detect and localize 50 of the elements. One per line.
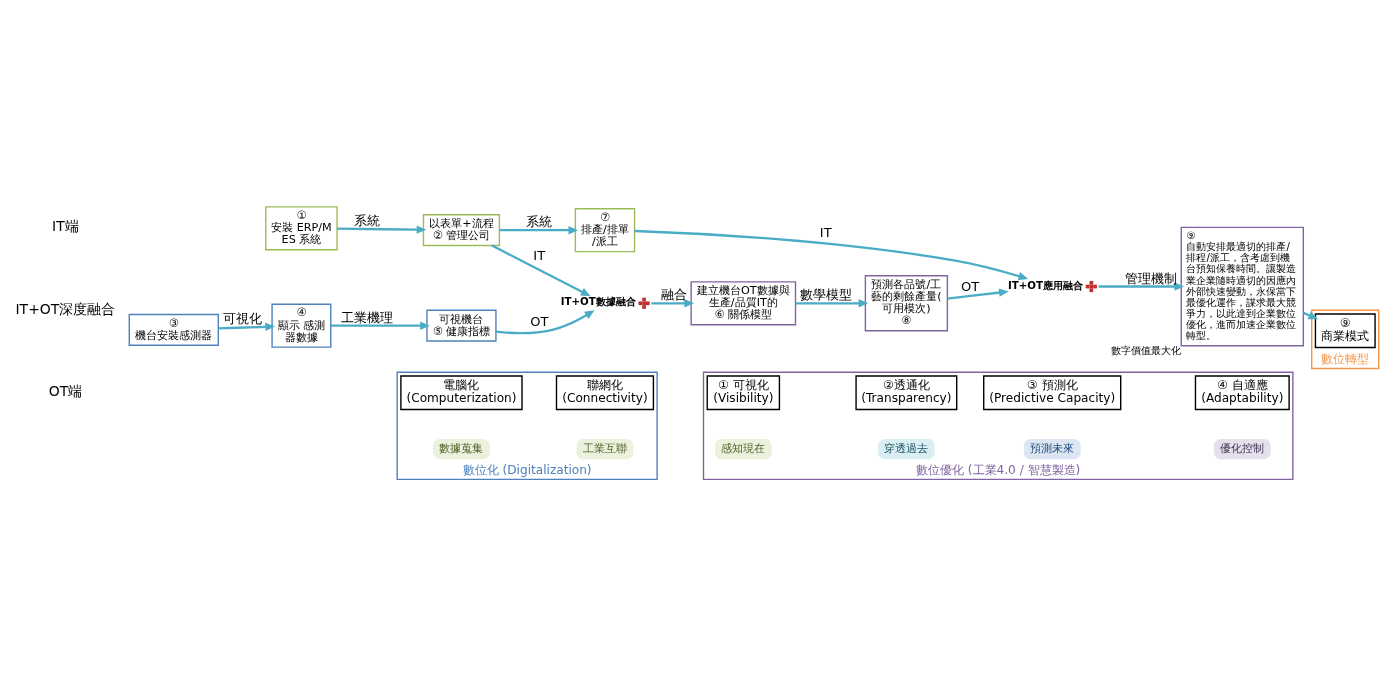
node-box: 感知現在 bbox=[714, 439, 772, 460]
node-box: ③ 機台安裝感測器 bbox=[128, 313, 219, 346]
node-box: 預測未來 bbox=[1023, 439, 1081, 460]
node-box: ④ 顯示 感測器數據 bbox=[271, 303, 332, 348]
node-box: 優化控制 bbox=[1213, 439, 1271, 460]
node-box: 電腦化 (Computerization) bbox=[400, 375, 523, 411]
edge-label: 工業機理 bbox=[341, 309, 394, 325]
arrow bbox=[330, 321, 430, 330]
edge-label: OT bbox=[961, 278, 980, 294]
node-box: 聯網化 (Connectivity) bbox=[555, 375, 655, 411]
node-box: 穿透過去 bbox=[877, 439, 935, 460]
node-box: 以表單+流程 ② 管理公司 bbox=[422, 214, 501, 247]
arrow bbox=[218, 322, 275, 332]
arrow bbox=[495, 310, 595, 335]
arrow bbox=[1098, 282, 1185, 291]
arrow bbox=[491, 244, 591, 297]
edge-label: IT bbox=[819, 224, 832, 240]
node-box: 建立機台OT數據與生產/品質IT的 ⑥ 關係模型 bbox=[690, 281, 797, 326]
node-box: ⑨ 商業模式 bbox=[1314, 313, 1376, 349]
arrow bbox=[499, 225, 579, 235]
node-box: ① 可視化 (Visibility) bbox=[706, 375, 781, 411]
node-box: ⑦ 排產/排單/派工 bbox=[574, 208, 636, 253]
edge-label: 數學模型 bbox=[799, 287, 852, 303]
node-box: 預測各品號/工藝的剩餘產量(可用模次) ⑧ bbox=[864, 275, 949, 332]
label: IT+OT深度融合 bbox=[15, 300, 116, 317]
label: IT端 bbox=[52, 218, 79, 235]
edge-label: 管理機制 bbox=[1124, 270, 1177, 286]
edge-label: IT bbox=[533, 248, 546, 264]
arrow bbox=[634, 229, 1029, 281]
node-label: IT+OT應用融合 bbox=[1007, 278, 1083, 291]
node-label: IT+OT數據融合 bbox=[560, 295, 636, 308]
node-box: 工業互聯 bbox=[576, 439, 634, 460]
edge-label: 可視化 bbox=[222, 310, 262, 326]
edge-label: OT bbox=[530, 313, 549, 329]
edge-label: 融合 bbox=[660, 287, 687, 303]
node-box: 數據蒐集 bbox=[433, 439, 490, 460]
arrow bbox=[795, 299, 869, 308]
node-label: 數字價值最大化 bbox=[1110, 343, 1181, 356]
node-box: ④ 自適應 (Adaptability) bbox=[1194, 375, 1290, 411]
node-box: 可視機台 ⑤ 健康指標 bbox=[426, 309, 497, 342]
edge-label: 系統 bbox=[526, 214, 553, 230]
arrow bbox=[651, 299, 695, 308]
arrow bbox=[947, 288, 1009, 300]
node-box: ②透通化 (Transparency) bbox=[855, 375, 958, 411]
label: OT端 bbox=[48, 383, 83, 400]
edge-label: 系統 bbox=[354, 212, 381, 228]
node-box: ⑨ 自動安排最適切的排產/排程/派工，含考慮到機台預知保養時間。讓製造業企業隨時適切的因應內外部快速變動，永保當下最優化運作，謀求最大競爭力，以此達到企業數位優化，進而加速企業數位轉型。 bbox=[1180, 226, 1304, 347]
node-box: ① 安裝 ERP/MES 系統 bbox=[265, 206, 338, 251]
arrow bbox=[337, 225, 427, 234]
node-box: ③ 預測化 (Predictive Capacity) bbox=[983, 375, 1122, 411]
